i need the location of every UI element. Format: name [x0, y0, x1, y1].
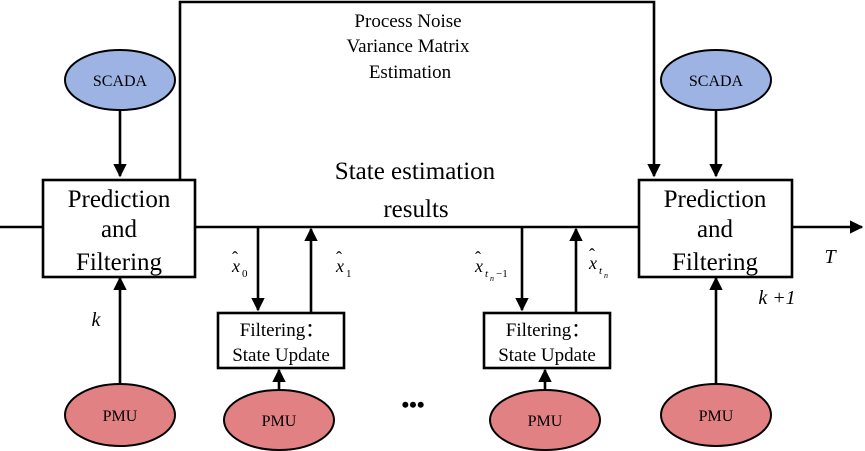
x1-sub: 1: [346, 268, 352, 280]
state-estimation-line1: State estimation: [335, 158, 496, 185]
scada-node-right: SCADA: [660, 49, 772, 111]
prediction-box-right-line3: Filtering: [672, 249, 759, 276]
pmu-3-shape: [489, 389, 601, 451]
xtn-hat: ˆ: [589, 245, 595, 265]
pmu-4-shape: [660, 383, 772, 447]
pmu-node-2: PMU: [223, 389, 335, 451]
prediction-box-right: Prediction and Filtering: [637, 178, 794, 279]
xtn1-subsub: n: [490, 274, 494, 283]
x1-base: x: [335, 256, 344, 276]
pmu-4-label: PMU: [699, 408, 734, 425]
state-update-box-1: Filtering： State Update: [216, 311, 346, 370]
x0-sub: 0: [242, 268, 248, 280]
x1-hat: ˆ: [336, 248, 342, 268]
pmu-2-label: PMU: [262, 413, 297, 430]
pmu-1-label: PMU: [103, 408, 138, 425]
state-estimation-line2: results: [383, 196, 448, 223]
process-noise-line3: Estimation: [369, 62, 452, 83]
state-update-box-1-line1: Filtering：: [240, 320, 324, 341]
x1-estimate-label: x ˆ 1: [335, 248, 352, 280]
process-noise-line1: Process Noise: [354, 11, 461, 32]
pmu-3-label: PMU: [528, 413, 563, 430]
pmu-1-shape: [64, 383, 176, 447]
xtn1-sub: t: [485, 268, 489, 280]
prediction-box-right-line2: and: [697, 216, 734, 243]
state-update-box-1-line2: State Update: [232, 345, 330, 366]
prediction-box-right-line1: Prediction: [664, 186, 767, 213]
xtn-estimate-label: x ˆ t n: [588, 245, 608, 280]
prediction-box-left-line3: Filtering: [76, 249, 163, 276]
prediction-box-left-line2: and: [101, 216, 138, 243]
xtn1-base: x: [474, 256, 483, 276]
scada-left-shape: [64, 49, 176, 111]
xtn1-minus: −1: [496, 268, 508, 280]
xtn-minus-1-estimate-label: x ˆ t n −1: [474, 248, 508, 283]
ellipsis-dots: •••: [401, 392, 424, 417]
scada-left-label: SCADA: [93, 73, 148, 90]
x0-estimate-label: x ˆ 0: [231, 248, 248, 280]
xtn1-hat: ˆ: [475, 248, 481, 268]
process-noise-path: [178, 0, 661, 180]
pmu-node-3: PMU: [489, 389, 601, 451]
scada-right-shape: [660, 49, 772, 111]
state-update-box-2-line1: Filtering：: [506, 320, 590, 341]
xtn-subsub: n: [604, 271, 608, 280]
state-update-box-2-line2: State Update: [498, 345, 596, 366]
step-k-label: k: [92, 309, 102, 331]
x0-hat: ˆ: [232, 248, 238, 268]
xtn-base: x: [588, 253, 597, 273]
pmu-node-1: PMU: [64, 383, 176, 447]
state-update-box-2: Filtering： State Update: [482, 311, 612, 370]
step-k-plus-1-label: k +1: [758, 287, 795, 309]
scada-right-label: SCADA: [689, 73, 744, 90]
pmu-2-shape: [223, 389, 335, 451]
time-axis-label: T: [824, 246, 837, 268]
x0-base: x: [231, 256, 240, 276]
pmu-node-4: PMU: [660, 383, 772, 447]
prediction-box-left-line1: Prediction: [68, 186, 171, 213]
process-noise-line2: Variance Matrix: [347, 36, 470, 57]
scada-node-left: SCADA: [64, 49, 176, 111]
xtn-sub: t: [599, 265, 603, 277]
prediction-box-left: Prediction and Filtering: [41, 178, 197, 279]
